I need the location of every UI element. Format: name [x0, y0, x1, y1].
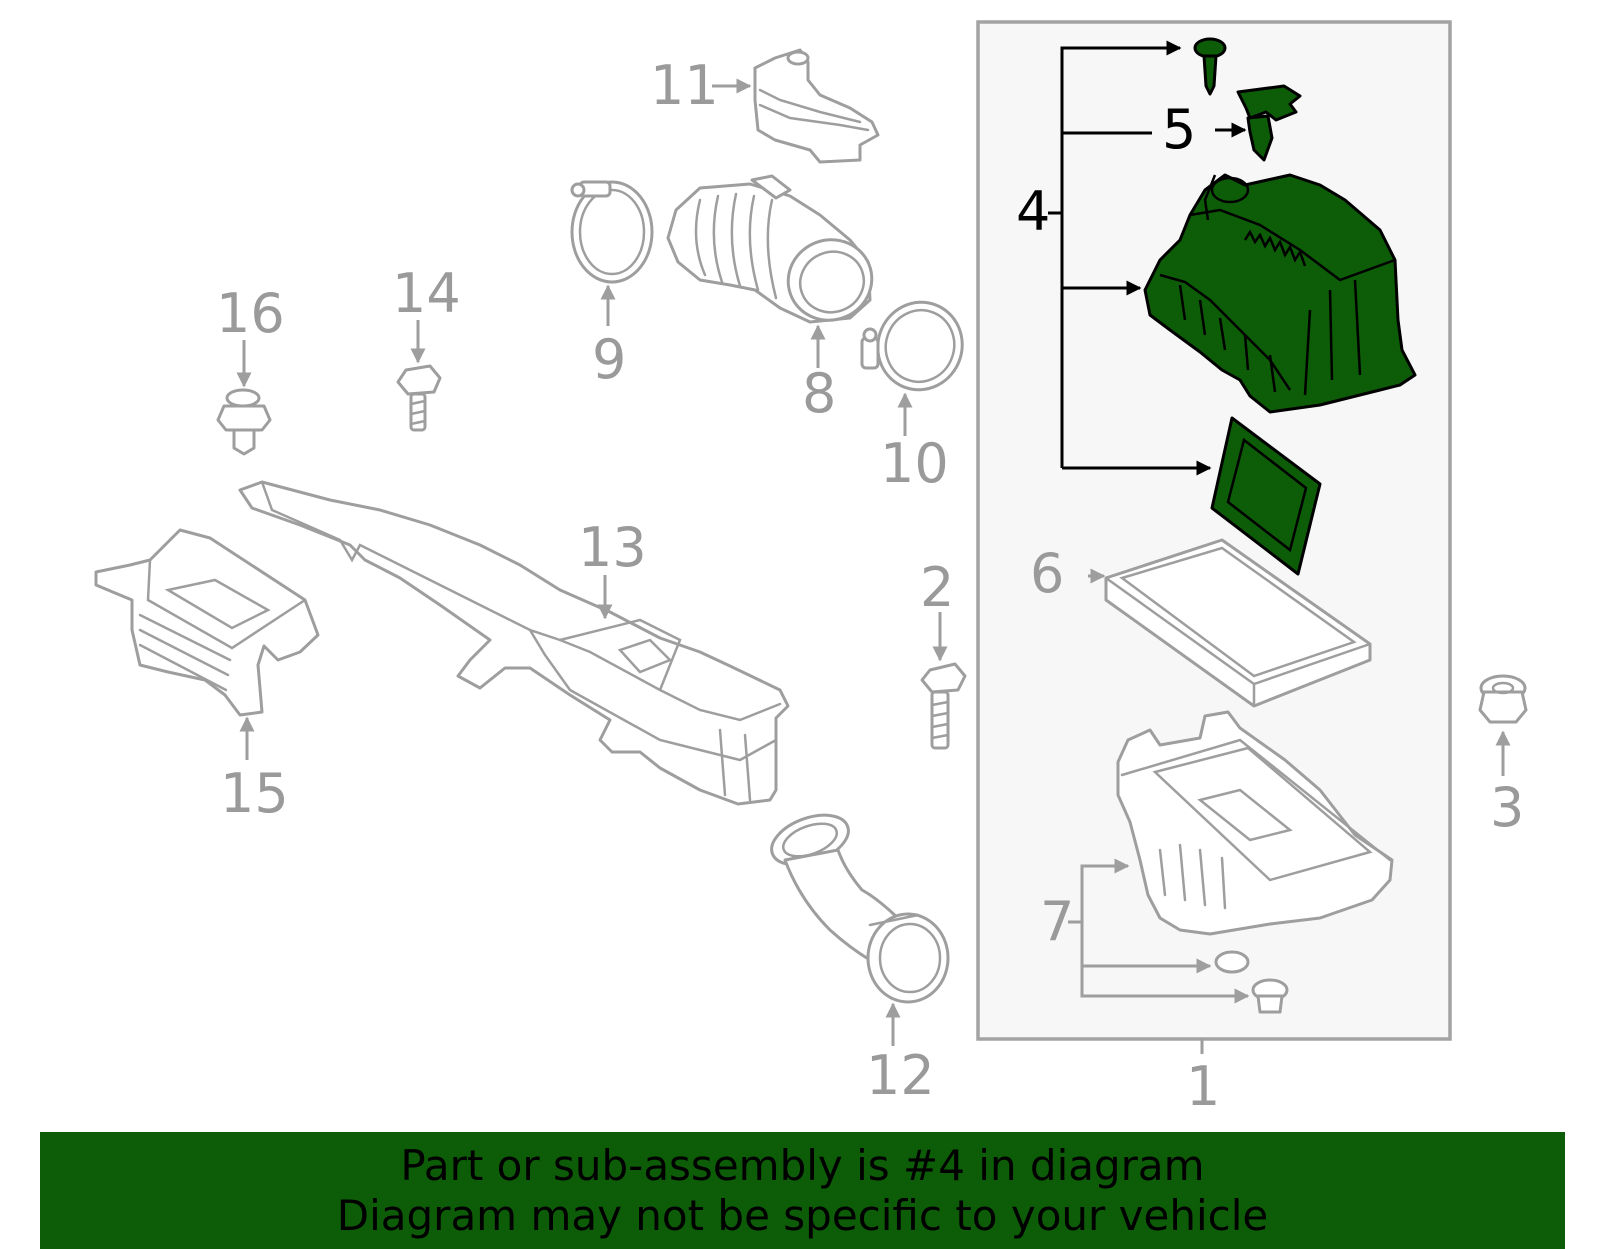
- label-16: 16: [216, 282, 285, 345]
- label-9: 9: [592, 328, 626, 391]
- part-10-clamp: [860, 300, 964, 392]
- part-3-grommet: [1478, 674, 1528, 724]
- part-4-leaders: [1048, 40, 1247, 476]
- part-6-air-filter: [1104, 538, 1372, 708]
- part-4-air-cleaner-cover: [1143, 173, 1417, 414]
- part-12-elbow-hose: [770, 813, 950, 1004]
- label-11: 11: [650, 54, 719, 117]
- part-5-sensor: [1236, 84, 1302, 162]
- label-15: 15: [220, 762, 289, 825]
- part-8-intake-hose: [666, 174, 874, 324]
- banner-line-2: Diagram may not be specific to your vehi…: [336, 1190, 1269, 1240]
- label-14: 14: [392, 262, 461, 325]
- info-banner: Part or sub-assembly is #4 in diagram Di…: [40, 1132, 1565, 1249]
- part-14-bolt: [396, 364, 442, 432]
- part-16-clip: [216, 388, 272, 456]
- part-4-screw: [1193, 37, 1227, 96]
- label-7: 7: [1040, 890, 1074, 953]
- label-13: 13: [578, 516, 647, 579]
- part-9-clamp: [570, 180, 654, 284]
- label-10: 10: [880, 432, 949, 495]
- label-4: 4: [1016, 180, 1050, 243]
- label-12: 12: [866, 1044, 935, 1107]
- label-5: 5: [1162, 98, 1196, 161]
- banner-line-1: Part or sub-assembly is #4 in diagram: [400, 1140, 1205, 1190]
- part-11-resonator: [753, 48, 880, 164]
- part-7-grommet: [1214, 950, 1289, 1014]
- label-8: 8: [802, 362, 836, 425]
- part-13-air-duct: [238, 480, 790, 806]
- part-4-seal: [1210, 416, 1322, 576]
- label-6: 6: [1030, 542, 1064, 605]
- part-15-intake-duct: [94, 528, 320, 717]
- label-2: 2: [920, 556, 954, 619]
- part-2-bolt: [920, 662, 967, 750]
- label-3: 3: [1490, 776, 1524, 839]
- label-1: 1: [1186, 1055, 1220, 1118]
- part-7-lower-case: [1116, 710, 1394, 936]
